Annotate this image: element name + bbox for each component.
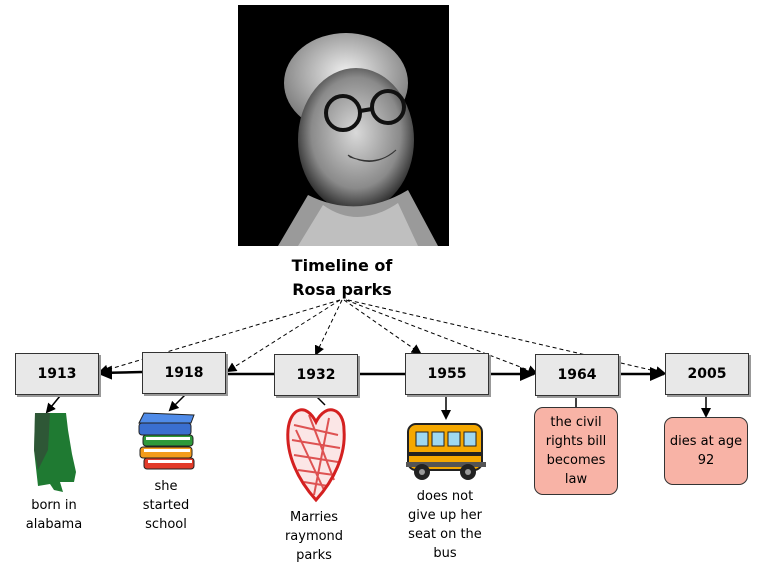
dashed-line-2005 — [347, 299, 666, 377]
caption-1932: Marries raymond parks — [274, 508, 354, 565]
caption-1955-line: does not — [416, 489, 474, 504]
dashed-line-1918 — [226, 299, 341, 373]
caption-1955-line: give up her — [408, 508, 482, 523]
down-arrow-1932 — [315, 395, 326, 406]
year-box-1913: 1913 — [15, 353, 99, 395]
event-box-2005-line: 92 — [697, 453, 715, 468]
title-line-2: Rosa parks — [292, 280, 392, 299]
caption-1913-line: born in — [31, 498, 77, 513]
event-box-2005-line: dies at age — [669, 434, 743, 449]
year-box-1955: 1955 — [405, 353, 489, 395]
caption-1918-line: she — [154, 479, 178, 494]
caption-1913-line: alabama — [25, 517, 83, 532]
caption-1932-line: Marries — [289, 510, 339, 525]
year-box-1918: 1918 — [142, 352, 226, 394]
event-box-1964-line: rights bill — [545, 434, 607, 449]
caption-1955-line: seat on the — [408, 527, 482, 542]
diagram-title: Timeline of Rosa parks — [262, 254, 422, 302]
down-arrow-1918 — [168, 394, 186, 412]
caption-1918-line: started — [142, 498, 190, 513]
caption-1913: born in alabama — [14, 496, 94, 534]
dashed-line-1955 — [343, 299, 422, 355]
event-box-1964-line: law — [564, 472, 588, 487]
year-box-1964: 1964 — [535, 354, 619, 396]
event-box-2005: dies at age 92 — [664, 417, 748, 485]
event-box-1964: the civil rights bill becomes law — [534, 407, 618, 495]
caption-1932-line: raymond — [284, 529, 344, 544]
dashed-line-1932 — [314, 299, 343, 356]
down-arrows — [45, 394, 711, 420]
down-arrow-1913 — [45, 395, 61, 414]
timeline-segment-1 — [96, 365, 143, 380]
caption-1932-line: parks — [296, 548, 332, 563]
dashed-line-1964 — [345, 299, 538, 375]
caption-1955-line: bus — [433, 546, 457, 561]
portrait-photo — [238, 5, 449, 246]
school-bus-icon — [404, 418, 488, 488]
caption-1955: does not give up her seat on the bus — [400, 487, 490, 563]
books-icon — [136, 410, 200, 478]
event-box-1964-line: becomes — [546, 453, 606, 468]
title-line-1: Timeline of — [291, 256, 393, 275]
caption-1918-line: school — [145, 517, 187, 532]
alabama-map-icon — [30, 410, 82, 498]
timeline-solid-lines — [96, 365, 666, 381]
event-box-1964-line: the civil — [550, 415, 602, 430]
dashed-connectors — [98, 299, 666, 377]
year-box-1932: 1932 — [274, 354, 358, 396]
heart-icon — [284, 400, 348, 508]
year-box-2005: 2005 — [665, 353, 749, 395]
caption-1918: she started school — [126, 477, 206, 534]
